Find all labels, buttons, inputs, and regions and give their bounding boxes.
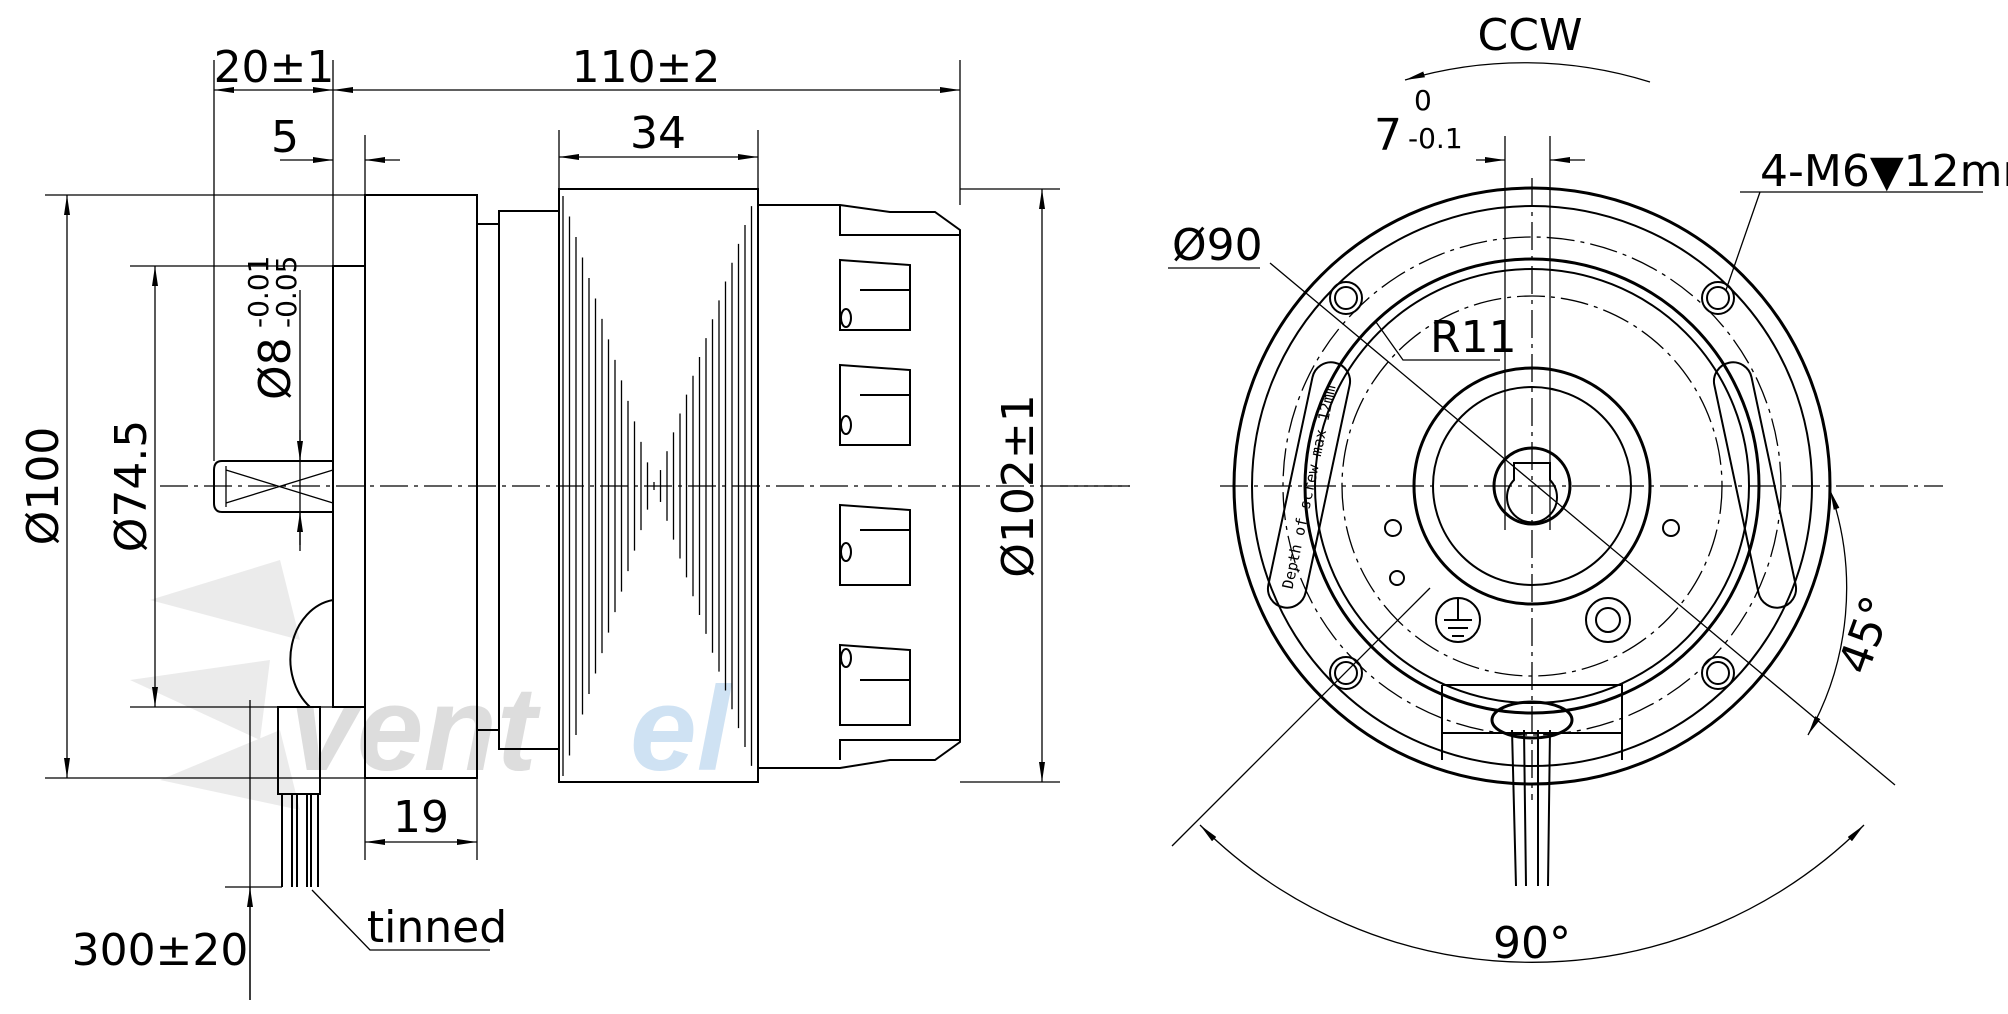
rear-ribs xyxy=(839,205,960,760)
angle-45-arc xyxy=(1807,489,1848,736)
step xyxy=(476,223,500,731)
rear-housing xyxy=(758,204,961,769)
rotation-ccw: CCW xyxy=(1478,10,1583,61)
dim-d8-tol-upper: -0.01 xyxy=(242,256,275,328)
shaft-flat xyxy=(225,466,334,507)
dim-d8-group: Ø8 -0.01 -0.05 xyxy=(242,256,303,400)
holes-spec: 4-M6▼12mm xyxy=(1760,146,2008,197)
rotor-fins xyxy=(562,196,753,776)
dim-7-tol-upper: 0 xyxy=(1414,84,1432,117)
dim-d102: Ø102±1 xyxy=(993,394,1044,577)
dim-110: 110±2 xyxy=(572,42,721,93)
dim-d8: Ø8 xyxy=(250,337,301,400)
cable-box xyxy=(1441,684,1623,760)
dim-19: 19 xyxy=(393,792,449,843)
shaft xyxy=(213,460,333,513)
dim-d90: Ø90 xyxy=(1172,220,1263,271)
watermark-text-b: el xyxy=(630,662,733,796)
dim-d100: Ø100 xyxy=(18,427,69,546)
dim-7: 7 xyxy=(1374,110,1402,161)
side-view: 20±1 110±2 5 34 Ø100 Ø74.5 Ø8 -0.01 -0.0… xyxy=(18,42,1130,1000)
front-view: CCW 7 0 -0.1 4-M6▼12mm Ø90 R11 45° 90° D… xyxy=(1060,10,2008,969)
ccw-arrow xyxy=(1404,62,1651,83)
outer-ring xyxy=(1232,186,1832,786)
dim-34: 34 xyxy=(630,108,686,159)
dim-300: 300±20 xyxy=(72,925,249,976)
bolt-circle-d90 xyxy=(1282,236,1782,736)
dim-5: 5 xyxy=(271,112,299,163)
angle-45: 45° xyxy=(1829,590,1904,681)
screw-note-slot xyxy=(1266,361,1352,609)
mounting-holes xyxy=(1329,281,1735,690)
front-wires xyxy=(1511,729,1551,887)
dim-20: 20±1 xyxy=(214,42,335,93)
note-tinned: tinned xyxy=(367,902,507,953)
screw-depth-note: Depth of screw max 12mm xyxy=(1279,383,1340,590)
cable-boss xyxy=(289,599,334,708)
angle-90: 90° xyxy=(1493,918,1571,969)
watermark-text-a: vent xyxy=(290,662,542,796)
dim-d74-5: Ø74.5 xyxy=(106,420,157,553)
dim-d8-tol-lower: -0.05 xyxy=(270,256,303,328)
cable-wires xyxy=(281,794,319,887)
shaft-end xyxy=(1492,446,1572,526)
watermark-logo: vent el xyxy=(130,560,733,810)
dim-7-tol-lower: -0.1 xyxy=(1408,122,1463,155)
hub xyxy=(1412,366,1652,606)
dim-r11: R11 xyxy=(1430,312,1517,363)
angle-90-arc xyxy=(1199,824,1865,963)
rotor xyxy=(558,188,759,783)
